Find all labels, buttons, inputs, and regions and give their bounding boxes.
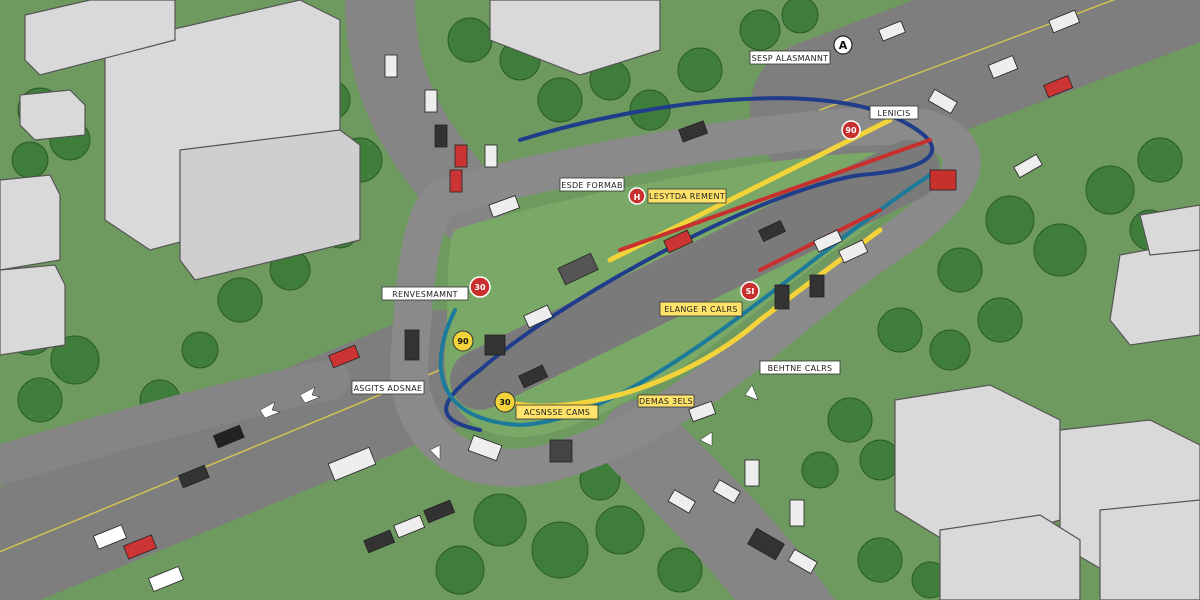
route-red [618,138,932,252]
sign-circle-left-text: 30 [474,283,486,292]
label-center-right: ELANGE R CALRS [664,305,737,314]
lane-arrows [259,384,759,461]
sign-yellow-bottom-text: 30 [499,398,511,407]
map-labels: SESP ALASMANNT LENICIS ESDE FORMAB LESYT… [351,50,919,420]
route-blue [444,96,935,432]
sign-a-letter: A [839,39,848,52]
sign-a-marker [833,35,853,55]
sign-yellow-left-text: 90 [457,337,469,346]
sign-yellow-left [452,330,474,352]
label-route-left-top: ESDE FORMAB [561,181,623,190]
sign-circle-right [740,281,760,301]
label-right: BEHTNE CALRS [768,364,833,373]
label-sign-a: SESP ALASMANNT [752,54,829,63]
road-west [0,360,350,485]
label-bottom-center: ACSNSSE CAMS [524,408,590,417]
sign-circle-top-text: 90 [845,126,857,135]
sign-h-marker [628,187,646,205]
vehicles [92,9,1081,593]
sign-circle-right-text: SI [746,287,755,296]
map-signs: A H 90 30 SI 90 30 [452,35,861,413]
inner-highway [450,140,940,410]
sign-circle-top [841,120,861,140]
sign-circle-left [469,276,491,298]
sign-yellow-bottom [494,391,516,413]
label-number-left: DEMAS 3ELS [639,397,693,406]
label-left-entry: RENVESMAMNT [392,290,458,299]
sign-h-letter: H [634,193,641,202]
label-left-exit: ASGITS ADSNAE [354,384,423,393]
label-route-red: LESYTDA REMENT [649,192,725,201]
label-lane-b: LENICIS [878,109,911,118]
road-southeast [600,400,835,600]
